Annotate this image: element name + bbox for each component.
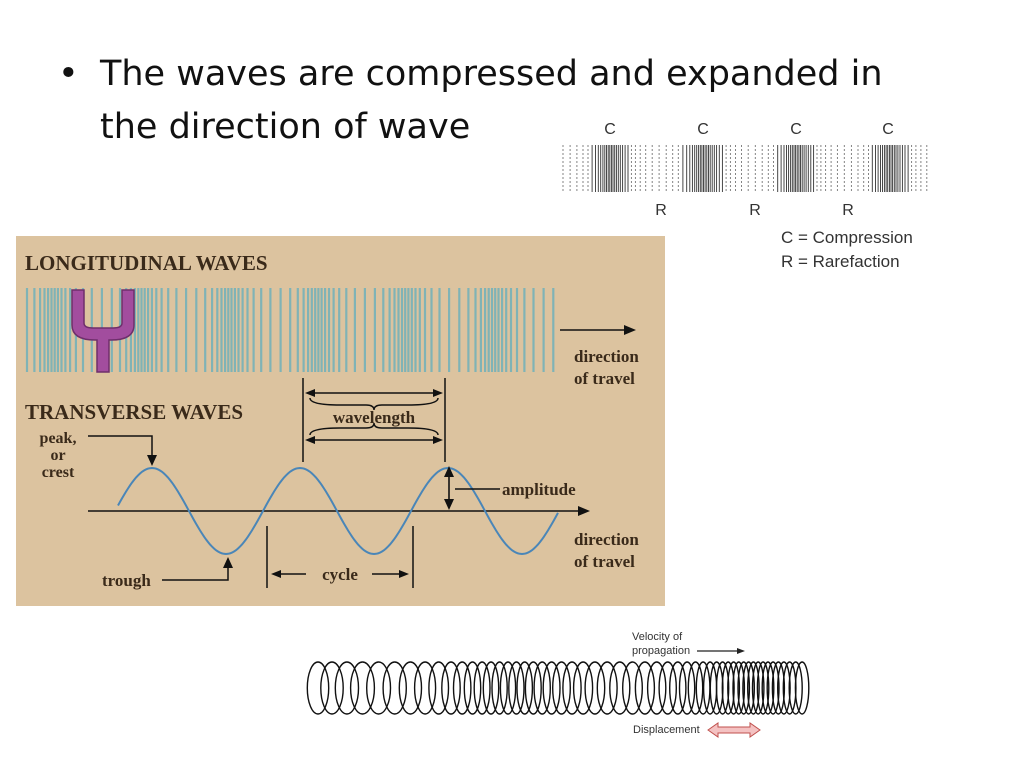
- transverse-direction-line1: direction: [574, 530, 639, 549]
- displacement-arrow-icon: [707, 722, 761, 738]
- longitudinal-title: LONGITUDINAL WAVES: [25, 251, 268, 275]
- trough-pointer-arrow: [162, 557, 233, 581]
- displacement-label: Displacement: [633, 724, 700, 736]
- legend-compression: C = Compression: [781, 228, 913, 247]
- transverse-title: TRANSVERSE WAVES: [25, 400, 243, 424]
- cr-particle-lines: [562, 145, 928, 192]
- peak-label-line1: peak,: [40, 430, 77, 447]
- longitudinal-direction-line1: direction: [574, 347, 639, 366]
- peak-pointer-arrow: [88, 435, 157, 466]
- cycle-marker: [266, 526, 414, 588]
- spring-diagram: Velocity of propagation Displacement: [306, 631, 810, 738]
- c-label-4: C: [882, 121, 894, 138]
- bullet-text: The waves are compressed and expanded in…: [100, 54, 883, 147]
- velocity-label-line1: Velocity of: [632, 631, 683, 643]
- r-label-1: R: [655, 202, 667, 219]
- amplitude-label: amplitude: [502, 480, 576, 499]
- spring-coil: [306, 661, 810, 715]
- longitudinal-lines: [25, 288, 555, 372]
- r-label-2: R: [749, 202, 761, 219]
- amplitude-marker: [444, 466, 500, 510]
- wavelength-marker: [302, 378, 446, 462]
- transverse-direction-line2: of travel: [574, 552, 635, 571]
- c-label-2: C: [697, 121, 709, 138]
- longitudinal-direction-line2: of travel: [574, 369, 635, 388]
- c-label-3: C: [790, 121, 802, 138]
- bullet-symbol: •: [58, 54, 79, 94]
- wavelength-label: wavelength: [333, 408, 416, 427]
- cycle-label: cycle: [322, 565, 358, 584]
- peak-label-line3: crest: [42, 464, 75, 481]
- cr-diagram: C C C C R R R C = Compression R = Rarefa…: [562, 121, 928, 271]
- velocity-label-line2: propagation: [632, 645, 690, 657]
- trough-label: trough: [102, 571, 151, 590]
- tuning-fork-icon: [71, 289, 135, 373]
- legend-rarefaction: R = Rarefaction: [781, 252, 900, 271]
- c-label-1: C: [604, 121, 616, 138]
- peak-label-line2: or: [50, 447, 65, 464]
- r-label-3: R: [842, 202, 854, 219]
- wave-panel: LONGITUDINAL WAVES direction of travel T…: [16, 236, 665, 606]
- transverse-wave-curve: [117, 466, 559, 556]
